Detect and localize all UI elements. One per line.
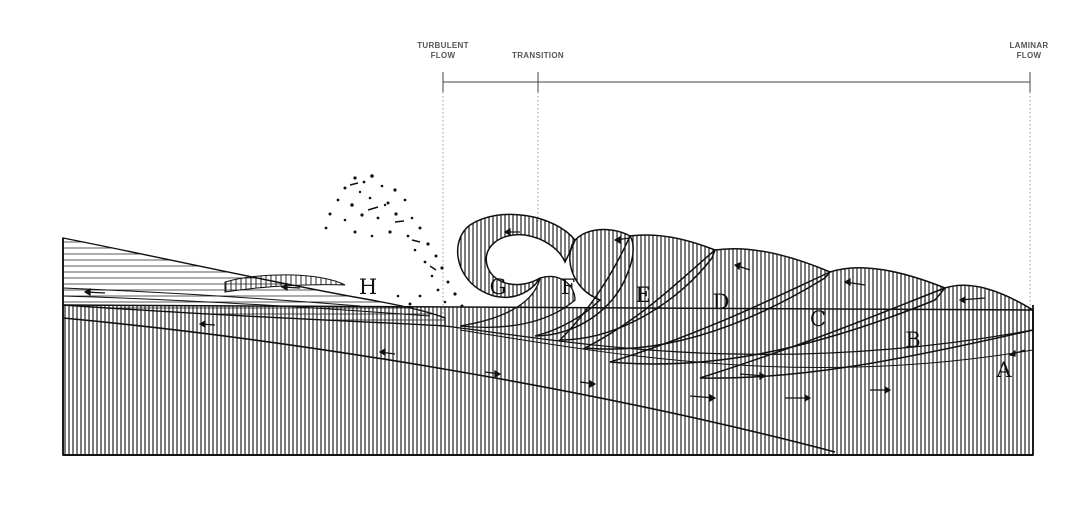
laminar-flow-label-line1: LAMINAR — [1010, 41, 1049, 50]
laminar-flow-label-line2: FLOW — [1017, 51, 1042, 60]
transition-label: TRANSITION — [512, 51, 564, 60]
wave-letter-f: F — [561, 275, 576, 299]
wave-letter-g: G — [490, 275, 507, 299]
wave-letter-b: B — [905, 328, 920, 352]
wave-letter-d: D — [713, 290, 730, 314]
wave-letter-c: C — [810, 307, 826, 331]
wave-letter-a: A — [995, 358, 1012, 382]
turbulent-flow-label-line1: TURBULENT — [417, 41, 469, 50]
turbulent-flow-label-line2: FLOW — [431, 51, 456, 60]
wave-letter-h: H — [359, 275, 377, 299]
wave-letter-e: E — [635, 283, 650, 307]
